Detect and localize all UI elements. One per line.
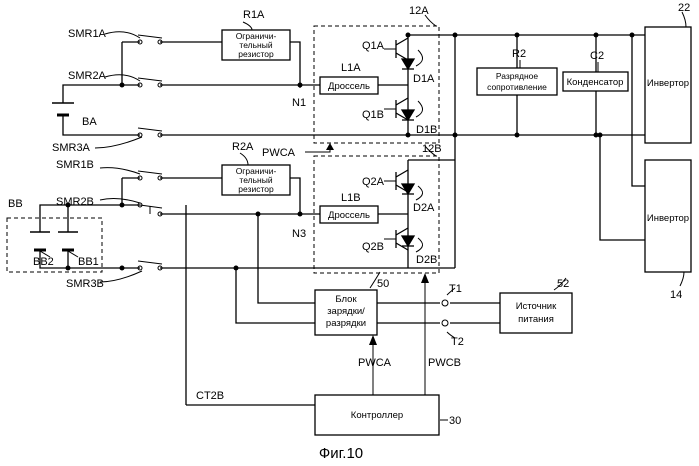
label-r2: R2 [512, 48, 526, 60]
label-smr3b: SMR3B [66, 278, 104, 290]
discharge-resistor-r2: Разрядное сопротивление [477, 68, 557, 95]
label-smr1b: SMR1B [56, 159, 94, 171]
limit-resistor-r2a: Ограничи- тельный резистор [222, 165, 290, 195]
power-source-line1: Источник [516, 301, 557, 312]
label-n1: N1 [292, 97, 306, 109]
label-ct2b: CT2B [196, 390, 224, 402]
power-source-block: Источник питания [500, 293, 572, 333]
label-q2b: Q2B [362, 241, 384, 253]
label-bb2: BB2 [33, 256, 54, 268]
limit-resistor-r1a: Ограничи- тельный резистор [222, 30, 290, 60]
figure-caption: Фиг.10 [319, 445, 363, 462]
battery-ba [52, 103, 74, 115]
power-source-line2: питания [518, 314, 554, 325]
limit-resistor-r1a-line3: резистор [238, 49, 274, 59]
label-pwca-top: PWCA [262, 147, 296, 159]
label-d2b: D2B [416, 254, 437, 266]
relay-smr1b [138, 171, 162, 180]
label-ref-14: 14 [670, 289, 682, 301]
label-ref-52: 52 [557, 278, 569, 290]
relay-smr3a [138, 128, 162, 137]
capacitor-label: Конденсатор [567, 77, 624, 88]
label-pwcb: PWCB [428, 357, 461, 369]
choke-l1a-label: Дроссель [328, 81, 370, 92]
capacitor-c2: Конденсатор [563, 72, 628, 91]
label-bb: BB [8, 198, 23, 210]
label-t1: T1 [449, 283, 462, 295]
inverter-22: Инвертор [645, 27, 691, 143]
charger-line1: Блок [335, 294, 357, 305]
inverter-22-label: Инвертор [647, 78, 689, 89]
relay-smr2b [138, 203, 162, 216]
label-d2a: D2A [413, 202, 435, 214]
label-c2: C2 [590, 50, 604, 62]
relay-smr1a [138, 35, 162, 44]
label-q1b: Q1B [362, 109, 384, 121]
limit-resistor-r2a-line3: резистор [238, 184, 274, 194]
inverter-14: Инвертор [645, 160, 691, 272]
relay-smr2a [138, 78, 162, 87]
label-smr3a: SMR3A [52, 142, 91, 154]
label-smr2b: SMR2B [56, 196, 94, 208]
label-d1b: D1B [416, 124, 437, 136]
pwca-arrow [305, 143, 334, 152]
label-r2a: R2A [232, 141, 254, 153]
discharge-resistor-line1: Разрядное [496, 71, 539, 81]
charger-block: Блок зарядки/ разрядки [315, 290, 377, 335]
charger-line3: разрядки [326, 318, 366, 329]
label-q2a: Q2A [362, 176, 385, 188]
label-l1a: L1A [341, 62, 361, 74]
inverter-14-label: Инвертор [647, 213, 689, 224]
terminals [442, 300, 448, 326]
label-ref-12a: 12A [409, 5, 429, 17]
label-ref-50: 50 [377, 278, 389, 290]
label-ba: BA [82, 116, 97, 128]
label-l1b: L1B [341, 192, 361, 204]
discharge-resistor-line2: сопротивление [487, 82, 547, 92]
label-q1a: Q1A [362, 40, 385, 52]
label-d1a: D1A [413, 73, 435, 85]
controller-label: Контроллер [351, 410, 403, 421]
relay-smr3b [138, 261, 162, 270]
label-bb1: BB1 [78, 256, 99, 268]
choke-l1b-label: Дроссель [328, 210, 370, 221]
label-t2: T2 [451, 336, 464, 348]
label-r1a: R1A [243, 9, 265, 21]
label-smr2a: SMR2A [68, 70, 107, 82]
label-ref-22: 22 [678, 2, 690, 14]
label-pwca-bottom: PWCA [358, 357, 392, 369]
label-ref-30: 30 [449, 415, 461, 427]
label-smr1a: SMR1A [68, 28, 107, 40]
label-n3: N3 [292, 228, 306, 240]
charger-line2: зарядки/ [327, 306, 365, 317]
label-ref-12b: 12B [422, 143, 442, 155]
